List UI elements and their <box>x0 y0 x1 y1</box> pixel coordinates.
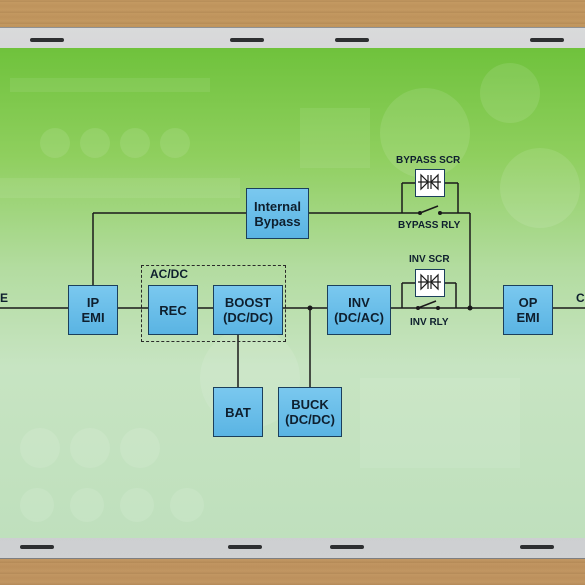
op-emi-line2: EMI <box>516 310 540 325</box>
frame-slot <box>30 38 64 42</box>
scr-icon <box>418 273 441 291</box>
frame-slot <box>230 38 264 42</box>
bypass-scr-symbol <box>415 169 445 197</box>
buck-line2: (DC/DC) <box>285 412 335 427</box>
frame-slot <box>330 545 364 549</box>
frame-slot <box>530 38 564 42</box>
inv-block: INV (DC/AC) <box>327 285 391 335</box>
inv-line2: (DC/AC) <box>334 310 384 325</box>
inv-scr-label: INV SCR <box>409 254 450 265</box>
internal-bypass-line1: Internal <box>254 198 301 214</box>
right-edge-label: C <box>576 291 585 305</box>
ip-emi-line2: EMI <box>81 310 105 325</box>
frame-slot <box>335 38 369 42</box>
boost-line1: BOOST <box>224 295 272 310</box>
inv-scr-symbol <box>415 269 445 297</box>
acdc-group-outline <box>141 265 286 342</box>
buck-line1: BUCK <box>291 397 329 412</box>
internal-bypass-block: Internal Bypass <box>246 188 309 239</box>
boost-block: BOOST (DC/DC) <box>213 285 283 335</box>
ip-emi-block: IP EMI <box>68 285 118 335</box>
frame-slot <box>520 545 554 549</box>
bat-label: BAT <box>225 404 251 420</box>
ip-emi-line1: IP <box>86 295 100 310</box>
op-emi-line1: OP <box>518 295 538 310</box>
bat-block: BAT <box>213 387 263 437</box>
scr-icon <box>418 173 441 191</box>
rec-label: REC <box>159 302 187 318</box>
bypass-rly-label: BYPASS RLY <box>398 220 461 231</box>
internal-bypass-line2: Bypass <box>254 213 301 229</box>
bypass-scr-label: BYPASS SCR <box>396 155 461 166</box>
inv-rly-label: INV RLY <box>410 317 449 328</box>
left-edge-label: E <box>0 291 9 305</box>
frame-slot <box>228 545 262 549</box>
boost-line2: (DC/DC) <box>223 310 273 325</box>
op-emi-block: OP EMI <box>503 285 553 335</box>
acdc-label: AC/DC <box>150 267 188 281</box>
frame-slot <box>20 545 54 549</box>
inv-line1: INV <box>348 295 370 310</box>
buck-block: BUCK (DC/DC) <box>278 387 342 437</box>
rec-block: REC <box>148 285 198 335</box>
